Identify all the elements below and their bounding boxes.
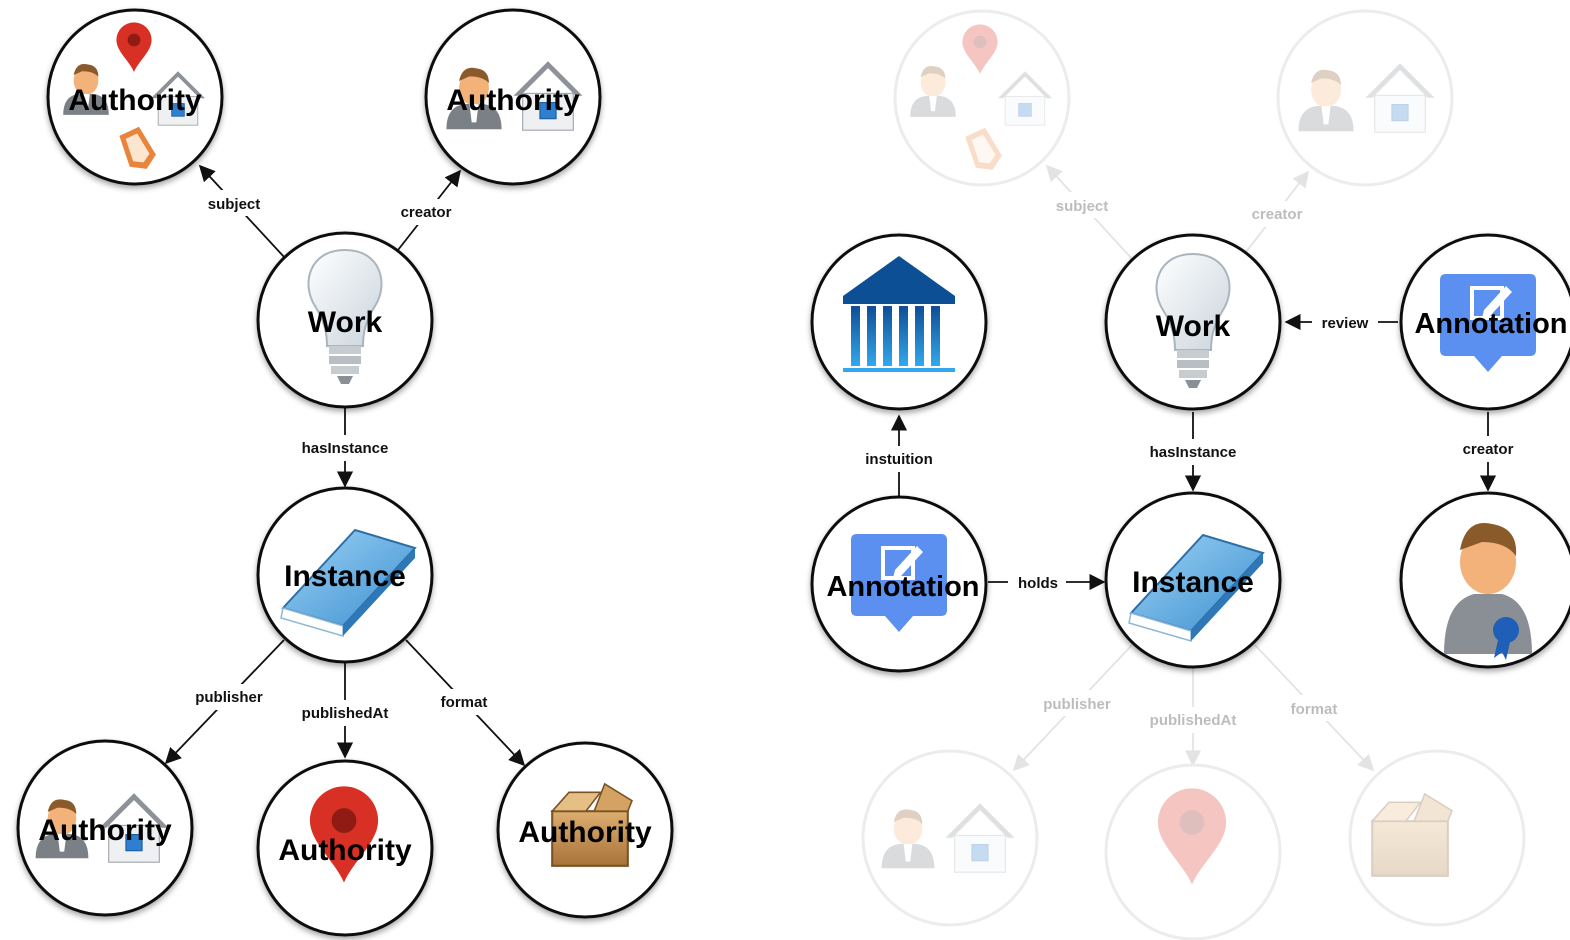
node-annotation-holds: Annotation: [810, 495, 988, 673]
edge-label-holds: holds: [1018, 575, 1058, 592]
node-label-authority: Authority: [278, 834, 412, 867]
edge-label-format: format: [1291, 701, 1338, 718]
edge-label-review: review: [1322, 315, 1369, 332]
node-label-instance: Instance: [1132, 566, 1254, 599]
edge-label-instuition: instuition: [865, 451, 933, 468]
node-label-authority: Authority: [446, 84, 580, 117]
edge-label-subject: subject: [208, 196, 261, 213]
node-label-instance: Instance: [284, 560, 406, 593]
node-authority-format: Authority: [496, 741, 674, 919]
edge-label-published-at: publishedAt: [1150, 712, 1237, 729]
node-label-work: Work: [308, 306, 383, 339]
edge-label-has-instance: hasInstance: [1150, 444, 1237, 461]
node-instance: Instance: [1104, 491, 1282, 669]
node-faded-authority-published-at: [1104, 763, 1282, 940]
edge-label-creator: creator: [401, 204, 452, 221]
node-authority-subject: Authority: [46, 8, 224, 186]
node-faded-authority-subject: [893, 9, 1071, 187]
node-label-authority: Authority: [518, 816, 652, 849]
node-authority-creator: Authority: [424, 8, 602, 186]
node-label-annotation: Annotation: [826, 571, 979, 603]
edge-label-creator: creator: [1463, 441, 1514, 458]
node-label-authority: Authority: [38, 814, 172, 847]
node-work: Work: [1104, 233, 1282, 411]
node-label-work: Work: [1156, 310, 1231, 343]
node-faded-authority-publisher: [861, 749, 1039, 927]
left-diagram: subject creator hasInstance publisher pu…: [16, 8, 674, 937]
edge-label-creator-faded: creator: [1252, 206, 1303, 223]
edge-label-has-instance: hasInstance: [302, 440, 389, 457]
node-label-authority: Authority: [68, 84, 202, 117]
node-authority-published-at: Authority: [256, 759, 434, 937]
edge-label-published-at: publishedAt: [302, 705, 389, 722]
edge-label-format: format: [441, 694, 488, 711]
node-faded-authority-format: [1348, 749, 1526, 927]
node-work: Work: [256, 231, 434, 409]
node-institution: [810, 233, 988, 411]
edge-label-subject: subject: [1056, 198, 1109, 215]
edge-label-publisher: publisher: [1043, 696, 1111, 713]
node-annotation-review: Annotation: [1399, 233, 1570, 411]
faded-context: subject creator publisher publishedAt fo…: [861, 9, 1526, 940]
right-diagram: subject creator publisher publishedAt fo…: [810, 9, 1570, 940]
node-authority-publisher: Authority: [16, 739, 194, 917]
edge-label-publisher: publisher: [195, 689, 263, 706]
node-label-annotation: Annotation: [1414, 308, 1567, 340]
node-person: [1399, 491, 1570, 669]
node-faded-authority-creator: [1276, 9, 1454, 187]
node-instance: Instance: [256, 486, 434, 664]
